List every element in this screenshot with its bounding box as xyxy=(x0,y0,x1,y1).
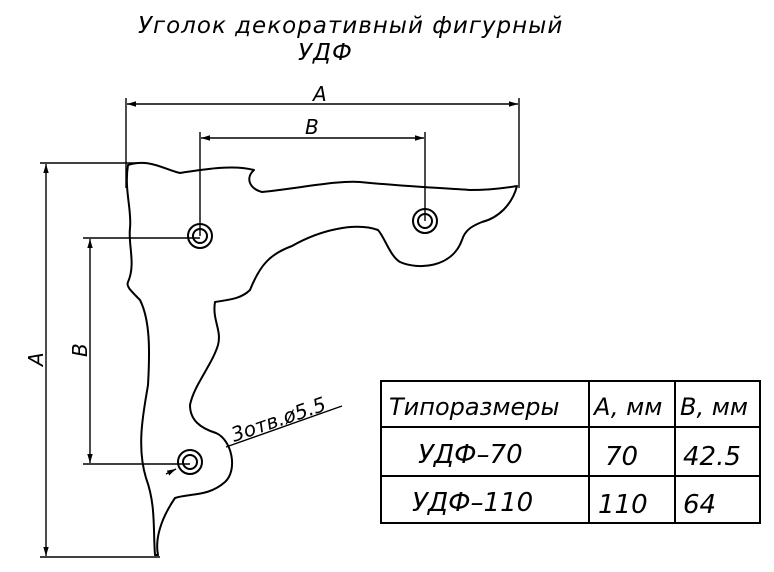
table-header-size: Типоразмеры xyxy=(389,393,559,421)
holes-note: 3отв.ø5.5 xyxy=(228,392,329,447)
dimension-a-horizontal xyxy=(125,98,520,188)
table-header-b: B, мм xyxy=(680,393,748,421)
table-row-1-b: 42.5 xyxy=(683,442,741,472)
bracket-outline xyxy=(125,161,518,556)
dimension-a-vertical xyxy=(40,162,160,558)
dimension-b-vertical xyxy=(83,237,200,465)
dimension-b-horizontal xyxy=(199,132,426,236)
table-header-a: A, мм xyxy=(592,393,662,421)
holes-leader xyxy=(165,405,343,476)
size-table xyxy=(380,380,761,524)
table-row-2-b: 64 xyxy=(683,490,716,520)
hole-bottom xyxy=(177,449,203,475)
drawing-title: Уголок декоративный фигурный xyxy=(138,13,563,39)
dimension-a-horizontal-label: A xyxy=(311,82,327,106)
table-row-2-size: УДФ–110 xyxy=(412,488,533,518)
table-row-1-size: УДФ–70 xyxy=(418,440,523,470)
table-row-2-a: 110 xyxy=(598,490,648,520)
dimension-b-vertical-label: B xyxy=(68,343,92,357)
dimension-b-horizontal-label: B xyxy=(305,115,319,139)
dimension-a-vertical-label: A xyxy=(24,352,48,368)
table-row-1-a: 70 xyxy=(605,442,638,472)
drawing-subtitle: УДФ xyxy=(298,40,353,66)
